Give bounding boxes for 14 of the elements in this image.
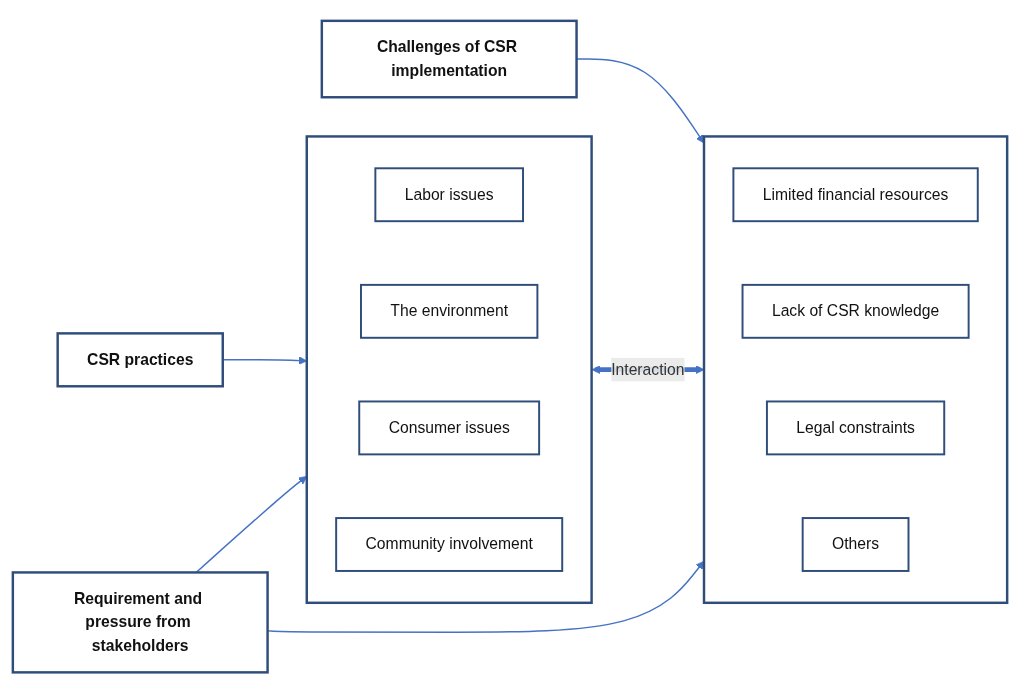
node-box: The environment — [360, 283, 539, 339]
cluster — [305, 135, 593, 604]
edge-label: Interaction — [611, 360, 685, 378]
node-box: Community involvement — [335, 516, 564, 572]
cluster — [702, 135, 1009, 604]
node-box: Labor issues — [374, 167, 524, 223]
node-box: Lack of CSR knowledge — [741, 283, 970, 339]
node-box: Consumer issues — [358, 400, 541, 456]
node-box: CSR practices — [56, 332, 224, 388]
node-box: Challenges of CSR implementation — [320, 19, 578, 99]
node-box: Others — [801, 516, 910, 572]
node-box: Legal constraints — [765, 400, 946, 456]
node-box: Limited financial resources — [732, 167, 979, 223]
node-box: Requirement and pressure from stakeholders — [11, 571, 269, 674]
